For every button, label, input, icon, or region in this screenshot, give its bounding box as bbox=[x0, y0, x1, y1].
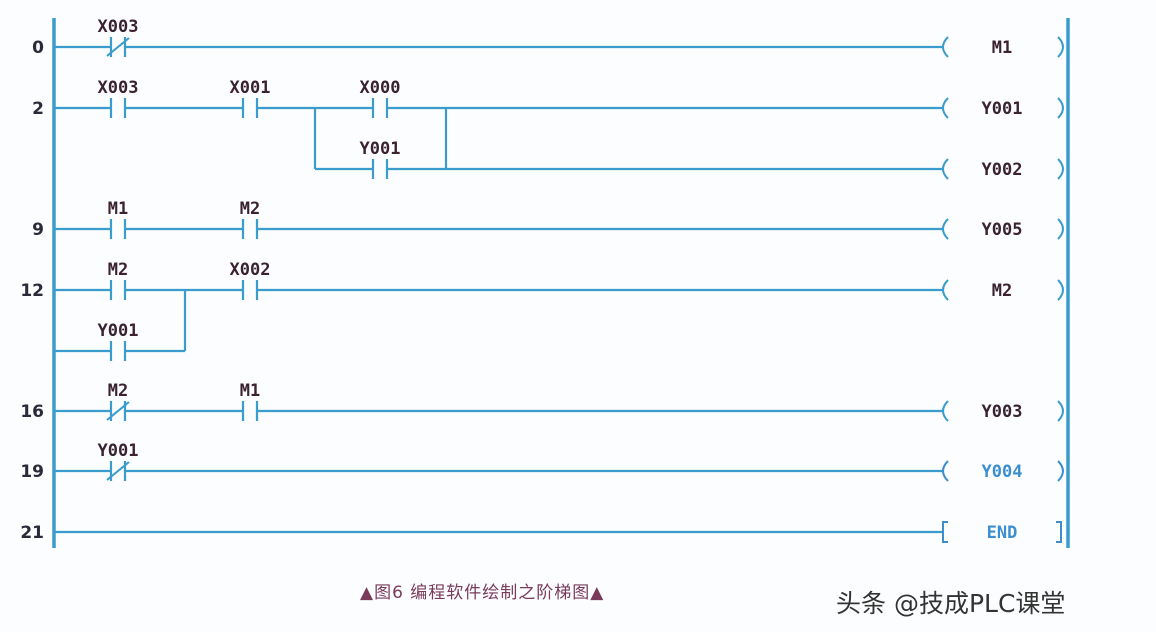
coil-paren-right bbox=[1057, 460, 1064, 482]
coil-paren-right bbox=[1057, 158, 1064, 180]
end-instruction: END bbox=[987, 523, 1018, 543]
contact-label: Y001 bbox=[360, 139, 401, 159]
coil-label: M2 bbox=[992, 281, 1012, 301]
contact-label: X003 bbox=[98, 78, 139, 98]
contact-label: X000 bbox=[360, 78, 401, 98]
instruction-bracket-left bbox=[942, 521, 948, 543]
coil-paren-left bbox=[942, 279, 949, 301]
coil-paren-right bbox=[1057, 279, 1064, 301]
contact-label: M2 bbox=[108, 260, 128, 280]
step-number: 21 bbox=[20, 523, 44, 543]
coil-paren-left bbox=[942, 158, 949, 180]
contact-label: X003 bbox=[98, 17, 139, 37]
coil-label: Y002 bbox=[982, 160, 1023, 180]
contact-label: M2 bbox=[240, 199, 260, 219]
contact-label: Y001 bbox=[98, 441, 139, 461]
contact-label: M2 bbox=[108, 381, 128, 401]
contact-nc-slash bbox=[106, 401, 130, 421]
coil-paren-left bbox=[942, 218, 949, 240]
step-number: 16 bbox=[20, 402, 44, 422]
instruction-bracket-right bbox=[1056, 521, 1062, 543]
coil-label: Y001 bbox=[982, 99, 1023, 119]
coil-paren-left bbox=[942, 460, 949, 482]
step-number: 19 bbox=[20, 462, 44, 482]
contact-label: X001 bbox=[230, 78, 271, 98]
coil-paren-right bbox=[1057, 400, 1064, 422]
contact-label: Y001 bbox=[98, 321, 139, 341]
coil-label: Y005 bbox=[982, 220, 1023, 240]
step-number: 0 bbox=[32, 38, 44, 58]
coil-paren-left bbox=[942, 36, 949, 58]
coil-paren-right bbox=[1057, 97, 1064, 119]
contact-label: M1 bbox=[240, 381, 260, 401]
coil-paren-left bbox=[942, 400, 949, 422]
coil-label: M1 bbox=[992, 38, 1012, 58]
watermark: 头条 @技成PLC课堂 bbox=[836, 589, 1066, 618]
step-number: 12 bbox=[20, 281, 44, 301]
contact-label: X002 bbox=[230, 260, 271, 280]
contact-label: M1 bbox=[108, 199, 128, 219]
coil-label: Y004 bbox=[982, 462, 1023, 482]
figure-caption: ▲图6 编程软件绘制之阶梯图▲ bbox=[360, 583, 605, 603]
coil-paren-right bbox=[1057, 218, 1064, 240]
contact-nc-slash bbox=[106, 37, 130, 57]
step-number: 9 bbox=[32, 220, 44, 240]
coil-label: Y003 bbox=[982, 402, 1023, 422]
coil-paren-left bbox=[942, 97, 949, 119]
contact-nc-slash bbox=[106, 461, 130, 481]
step-number: 2 bbox=[32, 99, 44, 119]
coil-paren-right bbox=[1057, 36, 1064, 58]
